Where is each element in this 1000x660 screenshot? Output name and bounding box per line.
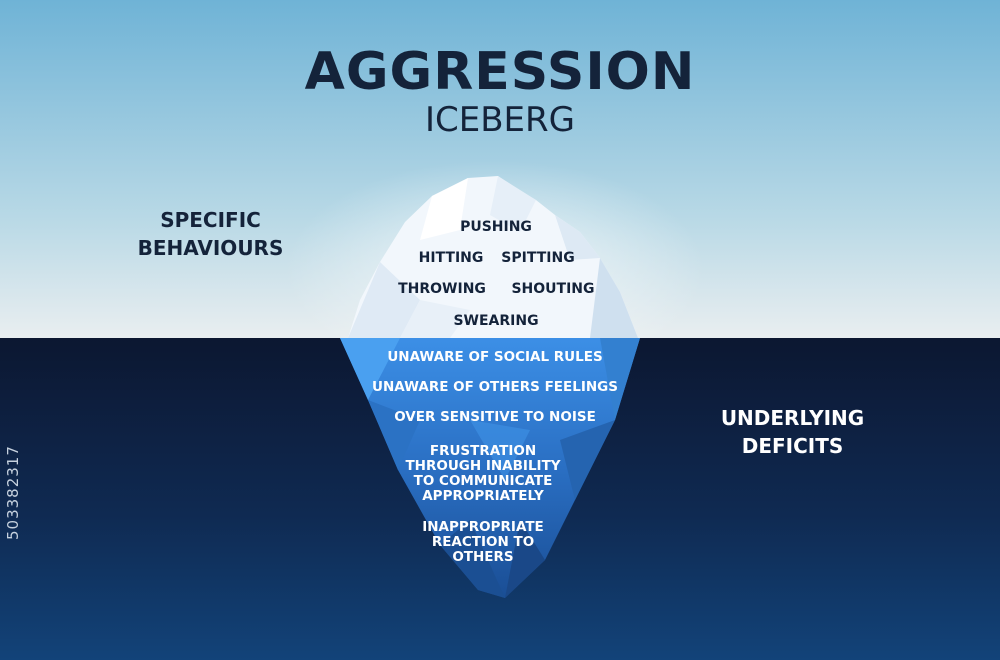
behaviour-item: SHOUTING — [511, 281, 595, 297]
behaviour-item: SPITTING — [501, 250, 575, 266]
deficit-item: FRUSTRATION THROUGH INABILITY TO COMMUNI… — [405, 443, 561, 504]
behaviour-item: THROWING — [398, 281, 486, 297]
behaviour-item: PUSHING — [460, 219, 532, 235]
deficit-item: INAPPROPRIATE REACTION TO OTHERS — [422, 519, 544, 565]
behaviour-item: SWEARING — [453, 313, 539, 329]
left-label: SPECIFIC BEHAVIOURS — [118, 206, 303, 262]
iceberg-body — [340, 338, 640, 598]
title: AGGRESSION — [304, 42, 696, 102]
left-label-line1: SPECIFIC — [160, 208, 261, 232]
deficit-item: OVER SENSITIVE TO NOISE — [394, 409, 596, 425]
left-label-line2: BEHAVIOURS — [137, 236, 284, 260]
subtitle: ICEBERG — [424, 100, 576, 140]
behaviour-item: HITTING — [418, 250, 484, 266]
right-label-line2: DEFICITS — [741, 434, 844, 458]
right-label: UNDERLYING DEFICITS — [700, 404, 885, 460]
stock-id: 503382317 — [4, 445, 22, 540]
iceberg-tip — [348, 176, 638, 338]
right-label-line1: UNDERLYING — [720, 406, 865, 430]
deficit-item: UNAWARE OF OTHERS FEELINGS — [372, 379, 618, 395]
deficit-item: UNAWARE OF SOCIAL RULES — [387, 349, 603, 365]
